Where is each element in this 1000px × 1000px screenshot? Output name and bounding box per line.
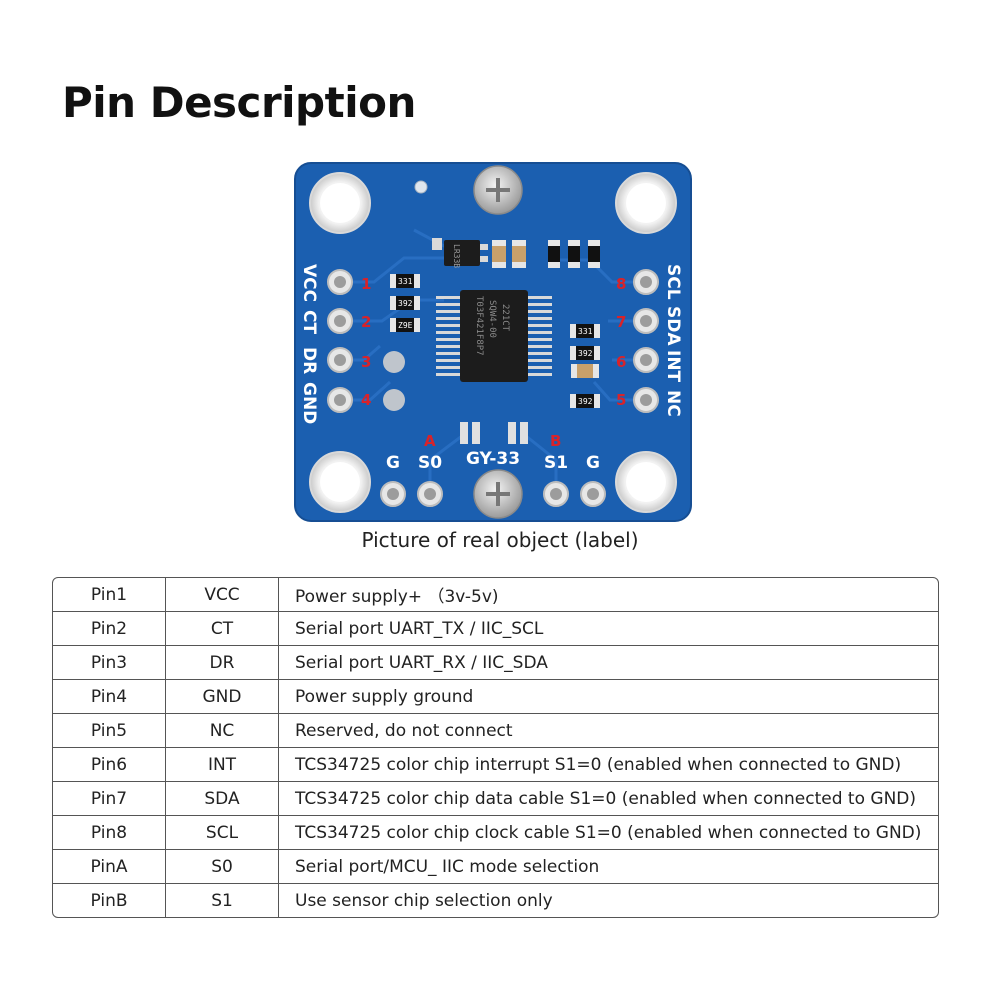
pin-description-cell: Reserved, do not connect (279, 714, 938, 748)
resistor-code: 392 (398, 299, 413, 308)
right-pads (633, 269, 659, 413)
chip-marking: SQW4-00 (487, 300, 497, 338)
pin-id-cell: PinB (53, 884, 166, 917)
pin-name-cell: S0 (166, 850, 279, 884)
solder-jumpers (460, 422, 528, 444)
pin-name-cell: NC (166, 714, 279, 748)
pin-number: 8 (616, 275, 626, 293)
bottom-pin-label: G (586, 453, 600, 473)
pin-name-cell: SCL (166, 816, 279, 850)
main-chip: T03F421F8P7 SQW4-00 221CT (436, 290, 552, 382)
pin-description-cell: Use sensor chip selection only (295, 890, 553, 911)
pin-mark-a: A (424, 432, 436, 450)
right-pin-label: SDA (663, 306, 683, 346)
bottom-pin-label: G (386, 453, 400, 473)
regulator-marking: LR33B (452, 244, 461, 268)
mounting-holes (309, 172, 677, 513)
pin-description-cell: TCS34725 color chip interrupt S1=0 (enab… (279, 748, 938, 782)
pin-number: 7 (616, 313, 626, 331)
resistor-code: 392 (578, 349, 593, 358)
left-pin-label: GND (299, 382, 319, 424)
pin-id-cell: Pin1 (53, 578, 166, 612)
pin-number: 4 (361, 391, 371, 409)
left-pin-label: CT (299, 310, 319, 334)
chip-marking: 221CT (500, 304, 510, 332)
pin-description-cell: Power supply+ （3v-5v) (279, 578, 938, 612)
pin-id-cell: Pin6 (53, 748, 166, 782)
pcb-board-illustration: VCC CT DR GND SCL SDA INT NC 1 2 3 4 8 7… (294, 162, 692, 522)
capacitors (492, 240, 599, 378)
left-pin-label: VCC (299, 264, 319, 302)
pin-number: 3 (361, 353, 371, 371)
test-pad (383, 389, 405, 411)
pin-id-cell: Pin3 (53, 646, 166, 680)
pin-number: 1 (361, 275, 371, 293)
resistors: 331 392 Z9E 331 392 392 (390, 240, 600, 408)
pin-name-cell: CT (166, 612, 279, 646)
board-photo: VCC CT DR GND SCL SDA INT NC 1 2 3 4 8 7… (294, 160, 694, 524)
resistor-code: 392 (578, 397, 593, 406)
resistor-code: 331 (578, 327, 593, 336)
right-pin-label: NC (663, 390, 683, 417)
pin-id-cell: Pin4 (53, 680, 166, 714)
pin-id-cell: Pin8 (53, 816, 166, 850)
bottom-pads (380, 481, 606, 507)
pin-name-cell: INT (166, 748, 279, 782)
pin-id-cell: Pin5 (53, 714, 166, 748)
board-model-label: GY-33 (466, 449, 520, 469)
pin-description-cell: TCS34725 color chip data cable S1=0 (ena… (279, 782, 938, 816)
regulator-chip: LR33B (432, 238, 488, 268)
pin-name-cell: GND (166, 680, 279, 714)
pin-name-cell: SDA (166, 782, 279, 816)
left-pads (327, 269, 353, 413)
right-pin-label: SCL (663, 264, 683, 300)
chip-marking: T03F421F8P7 (474, 296, 484, 356)
pin-id-cell: Pin7 (53, 782, 166, 816)
test-pad (383, 351, 405, 373)
screw-bottom (473, 469, 523, 519)
pin-number: 5 (616, 391, 626, 409)
page-title: Pin Description (62, 78, 416, 127)
image-caption: Picture of real object (label) (361, 528, 639, 552)
pin-mark-b: B (550, 432, 561, 450)
pin-name-cell: DR (166, 646, 279, 680)
bottom-pin-label: S0 (418, 453, 442, 473)
left-pin-label: DR (299, 347, 319, 374)
pin-description-cell: Serial port UART_RX / IIC_SDA (279, 646, 938, 680)
pin-description-cell: TCS34725 color chip clock cable S1=0 (en… (279, 816, 938, 850)
pin-number: 6 (616, 353, 626, 371)
resistor-code: 331 (398, 277, 413, 286)
right-pin-label: INT (663, 350, 683, 383)
pin-name-cell: VCC (166, 578, 279, 612)
pin-number: 2 (361, 313, 371, 331)
pin-id-cell: PinA (53, 850, 166, 884)
resistor-code: Z9E (398, 321, 413, 330)
pin-description-cell: Serial port UART_TX / IIC_SCL (279, 612, 938, 646)
pin-id-cell: Pin2 (53, 612, 166, 646)
pin-name-cell: S1 (166, 884, 279, 917)
pin-description-cell: Serial port/MCU_ IIC mode selection (279, 850, 938, 884)
screw-top (473, 165, 523, 215)
pin-description-cell: Power supply ground (279, 680, 938, 714)
bottom-pin-label: S1 (544, 453, 568, 473)
